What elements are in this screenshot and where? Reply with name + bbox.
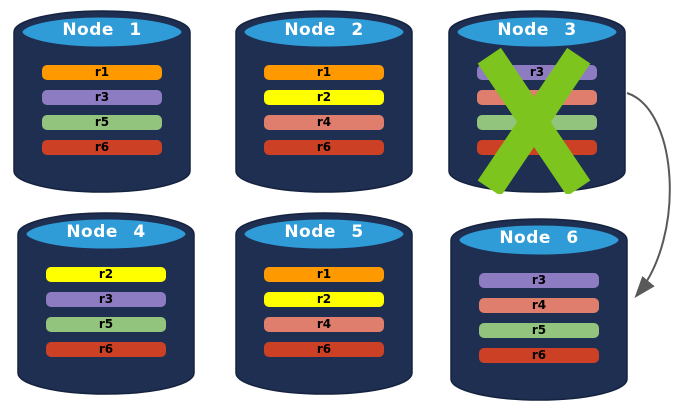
record-bar: r4 [264,317,384,332]
record-bar: r2 [264,292,384,307]
node-3: Node 3 r3 [448,8,626,194]
node-5: Node 5 r1 r2 r4 r6 [235,210,413,396]
record-list: r1 r3 r5 r6 [13,65,191,155]
failure-x-icon [477,47,591,194]
node-title: Node 1 [62,20,142,40]
record-bar: r6 [264,342,384,357]
record-bar: r3 [46,292,166,307]
record-bar: r6 [42,140,162,155]
record-bar: r1 [264,267,384,282]
record-list: r1 r2 r4 r6 [235,65,413,155]
record-bar: r1 [264,65,384,80]
record-bar: r6 [46,342,166,357]
node-title: Node 4 [66,222,146,242]
node-title: Node 2 [284,20,364,40]
record-bar: r6 [264,140,384,155]
record-bar: r5 [42,115,162,130]
record-bar: r2 [264,90,384,105]
node-2: Node 2 r1 r2 r4 r6 [235,8,413,194]
record-bar: r5 [479,323,599,338]
record-list: r1 r2 r4 r6 [235,267,413,357]
node-1: Node 1 r1 r3 r5 r6 [13,8,191,194]
node-4: Node 4 r2 r3 r5 r6 [17,210,195,396]
record-list: r3 r4 r5 r6 [450,273,628,363]
node-title: Node 5 [284,222,364,242]
record-bar: r6 [479,348,599,363]
record-bar: r3 [479,273,599,288]
node-6: Node 6 r3 r4 r5 r6 [450,216,628,402]
node-title: Node 6 [499,228,579,248]
record-bar: r3 [42,90,162,105]
transfer-arrow-icon [626,92,671,299]
record-bar: r4 [264,115,384,130]
record-bar: r1 [42,65,162,80]
record-list: r2 r3 r5 r6 [17,267,195,357]
record-bar: r2 [46,267,166,282]
record-bar: r5 [46,317,166,332]
node-title: Node 3 [497,20,577,40]
record-bar: r4 [479,298,599,313]
